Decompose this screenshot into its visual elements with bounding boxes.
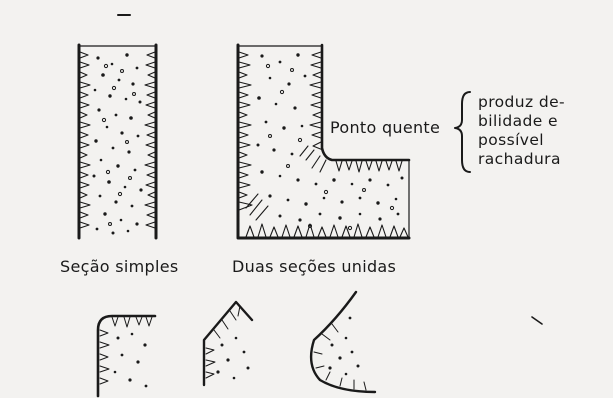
note-line: possível bbox=[478, 131, 544, 149]
hot-spot-note: produz de- bilidade e possível rachadura bbox=[478, 93, 588, 169]
note-line: bilidade e bbox=[478, 112, 558, 130]
shape-rounded-corner bbox=[96, 314, 157, 398]
note-line: rachadura bbox=[478, 150, 561, 168]
shape-chamfered-corner bbox=[202, 300, 254, 387]
simple-section-drawing bbox=[77, 43, 158, 240]
simple-section-label: Seção simples bbox=[60, 257, 179, 276]
brace-icon bbox=[454, 91, 471, 173]
note-line: produz de- bbox=[478, 93, 566, 111]
stray-mark bbox=[531, 316, 543, 325]
joined-sections-label: Duas seções unidas bbox=[232, 257, 397, 276]
joined-sections-drawing bbox=[236, 43, 411, 240]
shape-curved-fillet bbox=[309, 290, 377, 394]
hot-spot-label: Ponto quente bbox=[330, 118, 441, 137]
